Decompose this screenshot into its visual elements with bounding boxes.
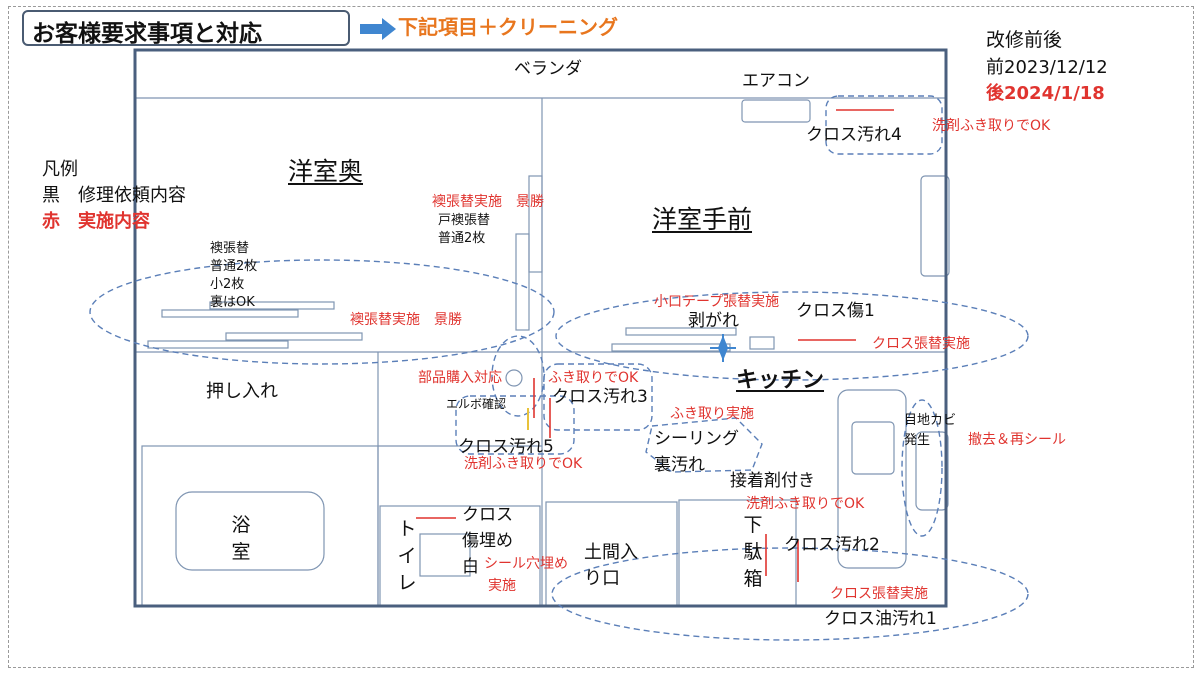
aircon-unit	[741, 99, 811, 123]
note-wipe-done-2: ふき取り実施	[670, 406, 754, 422]
note-joint-mold: 目地カビ	[904, 413, 957, 428]
note-seal-hole-done: シール穴埋め	[484, 556, 568, 572]
subtitle: 下記項目＋クリーニング	[398, 15, 618, 39]
room-kitchen: キッチン	[736, 368, 825, 393]
note-sealing-2: 裏汚れ	[654, 455, 705, 475]
note-cloth-repair-3: 白	[462, 557, 479, 577]
door-strip-1	[625, 327, 737, 336]
date-after: 後2024/1/18	[986, 83, 1105, 104]
note-cloth-stain5: クロス汚れ5	[458, 437, 554, 457]
note-fusuma-mid-2: 普通2枚	[438, 231, 486, 246]
note-fusuma-mid-done: 襖張替実施 景勝	[432, 194, 544, 210]
kitchen-counter	[837, 389, 907, 569]
note-adhesive-done: 洗剤ふき取りでOK	[746, 496, 865, 512]
small-box	[749, 336, 775, 350]
header-arrow-icon	[360, 18, 396, 40]
note-tape-done: 小口テープ張替実施	[654, 294, 780, 310]
room-toilet: トイレ	[397, 518, 417, 594]
shoe-box-room	[678, 499, 797, 607]
area-sealing	[645, 417, 763, 473]
area-stain4	[825, 95, 943, 155]
page-title: お客様要求事項と対応	[22, 10, 350, 47]
fusuma-mid-1	[515, 233, 530, 331]
room-closet: 押し入れ	[206, 381, 278, 402]
note-sealing: シーリング	[654, 429, 739, 449]
note-peeling: 剥がれ	[688, 311, 739, 331]
legend-red: 赤 実施内容	[42, 211, 150, 232]
fusuma-2	[209, 301, 335, 310]
note-fusuma-left-3: 小2枚	[210, 277, 245, 292]
crosshair-diamond	[717, 335, 729, 361]
note-fusuma-left-done: 襖張替実施 景勝	[350, 312, 462, 328]
note-cloth-repair: クロス	[462, 505, 513, 525]
area-joint-mold	[901, 399, 943, 537]
note-fusuma-mid-1: 戸襖張替	[438, 213, 491, 228]
note-cloth-stain2: クロス汚れ2	[784, 535, 880, 555]
note-cloth-stain5-done: 洗剤ふき取りでOK	[464, 456, 583, 472]
note-seal-hole-done-2: 実施	[488, 578, 516, 594]
room-western-front: 洋室手前	[652, 205, 753, 234]
room-aircon: エアコン	[742, 71, 810, 91]
note-cloth-stain4-done: 洗剤ふき取りでOK	[932, 118, 1051, 134]
room-doma: 土間入り口	[584, 542, 638, 589]
fusuma-1	[161, 309, 299, 318]
area-oil-stain	[551, 547, 1029, 641]
date-heading: 改修前後	[986, 29, 1063, 51]
area-fusuma-left	[89, 259, 555, 365]
room-veranda: ベランダ	[514, 59, 582, 79]
room-shoe-box: 下駄箱	[743, 514, 763, 590]
note-joint-mold-2: 発生	[904, 433, 931, 448]
note-fusuma-left-1: 襖張替	[210, 241, 250, 256]
bath-room	[141, 445, 379, 607]
fusuma-mid-2	[528, 175, 543, 273]
note-adhesive: 接着剤付き	[730, 471, 815, 491]
outer-wall	[133, 48, 948, 608]
kitchen-sink	[851, 421, 895, 475]
legend-black: 黒 修理依頼内容	[42, 185, 186, 206]
kitchen-edge	[915, 431, 949, 511]
area-stain5	[455, 395, 575, 455]
note-fusuma-left-2: 普通2枚	[210, 259, 258, 274]
date-before: 前2023/12/12	[986, 57, 1108, 78]
note-cloth-stain4: クロス汚れ4	[806, 125, 902, 145]
legend-title: 凡例	[42, 159, 78, 180]
elbow-pipe	[505, 369, 523, 387]
note-parts-done: 部品購入対応	[418, 370, 502, 386]
fusuma-4	[225, 332, 363, 341]
fusuma-3	[147, 340, 289, 349]
room-western-back: 洋室奥	[288, 157, 364, 186]
page-border	[8, 6, 1194, 668]
note-elbow: エルボ確認	[446, 397, 507, 411]
area-cloth-scratch	[555, 291, 1029, 381]
room-bath: 浴室	[231, 514, 251, 563]
note-wipe-done-1: ふき取りでOK	[548, 370, 639, 386]
note-cloth-scratch1-done: クロス張替実施	[872, 336, 970, 352]
bathtub	[175, 491, 325, 571]
note-cloth-scratch1: クロス傷1	[796, 301, 875, 321]
toilet-fixture	[419, 533, 471, 577]
note-fusuma-left-4: 裏はOK	[210, 295, 255, 310]
area-stain3	[543, 363, 653, 431]
note-cloth-repair-2: 傷埋め	[462, 531, 513, 551]
note-cloth-oil1: クロス油汚れ1	[824, 609, 937, 629]
window-right	[920, 175, 950, 277]
note-cloth-stain3: クロス汚れ3	[552, 387, 648, 407]
note-cloth-oil1-done: クロス張替実施	[830, 586, 928, 602]
note-reseal-done: 撤去＆再シール	[968, 432, 1066, 448]
